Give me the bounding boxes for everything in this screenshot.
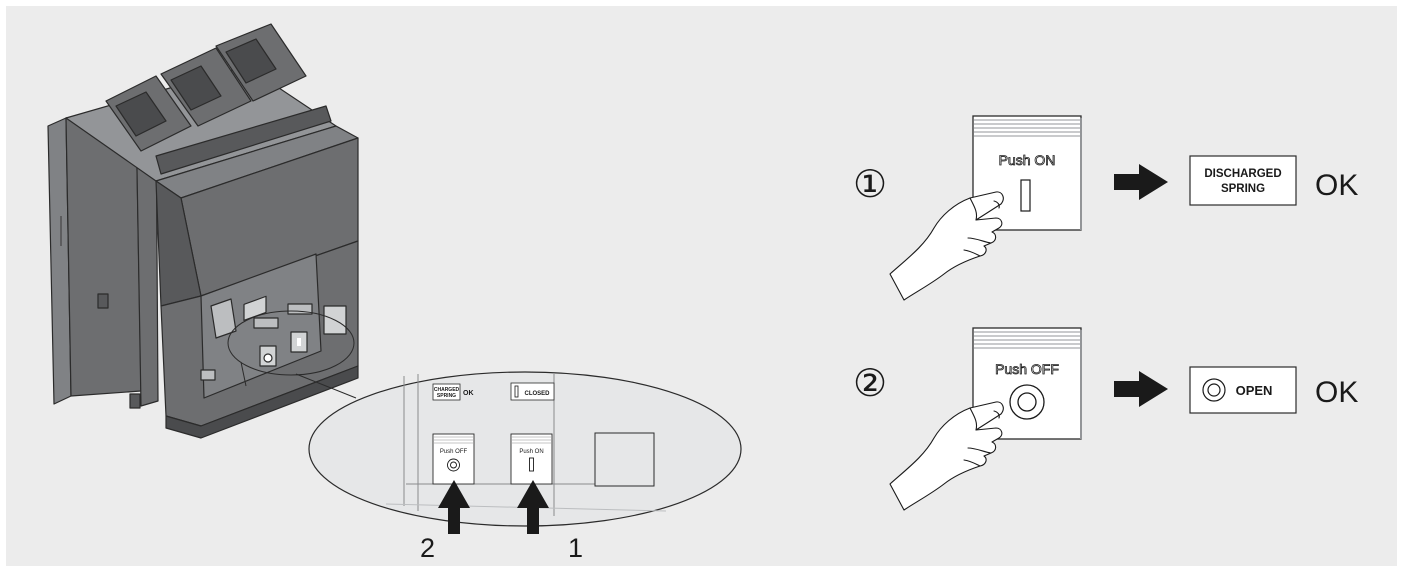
push-off-small-label: Push OFF — [440, 449, 468, 455]
step-2-number: ② — [853, 363, 887, 405]
step-1: ① Push ON DISCHARGED SPRING O — [853, 115, 1358, 301]
arrow-up-icon — [438, 480, 470, 534]
push-off-button-small[interactable]: Push OFF — [432, 433, 475, 485]
step-1-number: ① — [853, 164, 887, 206]
charged-ok-label: OK — [463, 390, 474, 397]
open-label: OPEN — [1236, 383, 1273, 398]
step-2: ② Push OFF — [853, 327, 1358, 511]
callout-1: 1 — [568, 533, 583, 563]
arrow-right-icon — [1114, 164, 1168, 200]
closed-label: CLOSED — [524, 391, 550, 397]
hand-pointer-icon — [889, 401, 1004, 511]
charged-spring-line1: CHARGED — [434, 387, 460, 393]
hand-pointer-icon — [889, 191, 1004, 301]
discharged-spring-line2: SPRING — [1221, 183, 1265, 195]
arrow-right-icon — [1114, 371, 1168, 407]
circuit-breaker-illustration — [47, 23, 359, 439]
push-on-button-small[interactable]: Push ON — [510, 433, 553, 485]
step-1-ok: OK — [1315, 169, 1358, 202]
closed-bar-icon — [514, 385, 519, 398]
open-circle-icon — [1202, 378, 1226, 402]
illustration-frame: CHARGED SPRING OK CLOSED Push OFF Push O… — [6, 6, 1397, 566]
push-on-button-large[interactable]: Push ON — [972, 115, 1082, 231]
discharged-spring-line1: DISCHARGED — [1204, 168, 1281, 180]
step-2-ok: OK — [1315, 376, 1358, 409]
push-on-large-label: Push ON — [999, 152, 1056, 168]
callout-2: 2 — [420, 533, 435, 563]
charged-spring-line2: SPRING — [437, 393, 456, 399]
push-off-large-label: Push OFF — [995, 361, 1059, 377]
push-on-small-label: Push ON — [519, 449, 543, 455]
magnified-panel: CHARGED SPRING OK CLOSED Push OFF Push O… — [308, 371, 742, 527]
arrow-up-icon — [517, 480, 549, 534]
push-off-button-large[interactable]: Push OFF — [972, 327, 1082, 440]
